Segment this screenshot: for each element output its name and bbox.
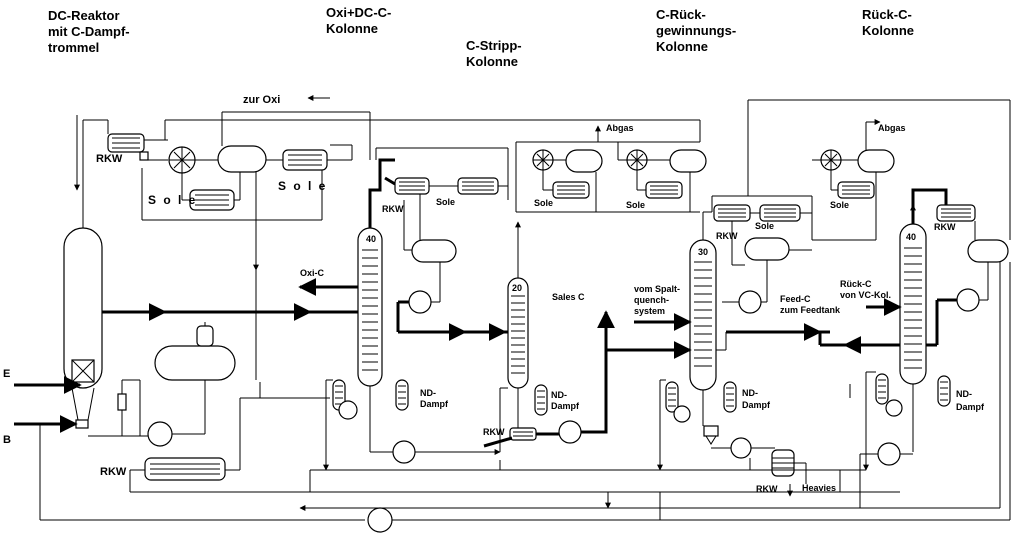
title-dc-reaktor-line3: trommel	[48, 40, 99, 55]
zur-oxi-label: zur Oxi	[243, 94, 280, 106]
rueck-rkw-label: RKW	[716, 231, 738, 241]
drum-4	[857, 149, 895, 173]
rkw-label-2: RKW	[100, 466, 127, 478]
rueckc-column-section: 40 Rück-C von VC-Kol. RKW Abgas Sole	[812, 119, 1009, 471]
rueck-nd-label-2: Dampf	[742, 400, 771, 410]
strip-column	[507, 277, 529, 389]
vom-label-2: quench-	[634, 295, 669, 305]
middle-overhead-section: Abgas Sole Sole	[515, 120, 707, 213]
oxi-reboiler-right	[395, 379, 409, 411]
rueck-reflux-drum	[744, 237, 790, 261]
title-rueckc-line1: Rück-C-	[862, 7, 912, 22]
rueck-bottom-pump	[730, 437, 752, 459]
rueckc-nd-label-1: ND-	[956, 389, 972, 399]
rueck-bottom-pump-small	[673, 405, 691, 423]
oxi-reflux-drum	[411, 239, 457, 263]
title-strip-line1: C-Stripp-	[466, 38, 522, 53]
rueckc-nd-label-2: Dampf	[956, 402, 985, 412]
drum-2	[565, 149, 603, 173]
drum-3	[669, 149, 707, 173]
rueckc-rkw-label: RKW	[934, 222, 956, 232]
rueck-column-section: 30 vom Spalt- quench- system RKW Sole Fe…	[606, 99, 1011, 497]
reactor-cone	[71, 387, 95, 421]
reflux-drum	[154, 345, 236, 381]
stream-e-label: E	[3, 368, 10, 380]
rueck-sole-label: Sole	[755, 221, 774, 231]
rueckc-tray-count: 40	[906, 232, 916, 242]
sales-c-label: Sales C	[552, 292, 585, 302]
title-rueck-line3: Kolonne	[656, 39, 708, 54]
oxi-bottom-pump-small	[338, 400, 358, 420]
strip-column-section: 20 Sales C ND- Dampf RKW	[483, 221, 615, 448]
strip-rkw-exchanger	[509, 427, 537, 441]
oxi-tray-count: 40	[366, 234, 376, 244]
strip-reboiler	[534, 384, 548, 416]
oxi-bottom-pump	[392, 440, 416, 464]
drum-1	[217, 145, 267, 173]
drum-dome	[196, 325, 214, 347]
strip-nd-label-1: ND-	[551, 390, 567, 400]
title-oxi-line2: Kolonne	[326, 21, 378, 36]
oxi-sole-label: Sole	[436, 197, 455, 207]
rueckc-reflux-drum	[967, 239, 1009, 263]
stream-b-label: B	[3, 434, 11, 446]
oxi-nd-label-1: ND-	[420, 388, 436, 398]
vom-label-1: vom Spalt-	[634, 284, 680, 294]
rkw-drain	[139, 151, 149, 161]
drain-valve	[117, 393, 127, 411]
rueckc-reboiler-right	[937, 375, 951, 407]
rueckc-bottom-pump	[877, 442, 901, 466]
oxi-nd-label-2: Dampf	[420, 399, 449, 409]
bottom-headers	[39, 262, 1011, 533]
sole-label-1: S o l e	[278, 179, 327, 193]
strip-pump	[558, 420, 582, 444]
rkw-label-1: RKW	[96, 153, 123, 165]
sole-label-3: Sole	[534, 198, 553, 208]
feed-label-2: zum Feedtank	[780, 305, 841, 315]
pump-reactor	[147, 421, 173, 447]
dc-reactor-section: E B RKW S o l e S o l e	[3, 94, 700, 492]
feed-label-1: Feed-C	[780, 294, 811, 304]
vom-label-3: system	[634, 306, 665, 316]
rueck-reboiler-left	[665, 381, 679, 413]
oxi-rkw-label: RKW	[382, 204, 404, 214]
title-dc-reaktor-line1: DC-Reaktor	[48, 8, 120, 23]
strip-nd-label-2: Dampf	[551, 401, 580, 411]
rueck-c-label-2: von VC-Kol.	[840, 290, 891, 300]
oxi-column-section: 40 Oxi-C RKW Sole	[298, 147, 509, 471]
rueck-tray-count: 30	[698, 247, 708, 257]
title-oxi-line1: Oxi+DC-C-	[326, 5, 391, 20]
title-rueckc-line2: Kolonne	[862, 23, 914, 38]
sole-label-5: Sole	[830, 200, 849, 210]
heavies-rkw-label: RKW	[756, 484, 778, 494]
title-rueck-line2: gewinnungs-	[656, 23, 736, 38]
rueckc-bottom-pump-small	[885, 399, 903, 417]
rueck-reboiler-right	[723, 381, 737, 413]
strip-rkw-label: RKW	[483, 427, 505, 437]
title-strip-line2: Kolonne	[466, 54, 518, 69]
abgas-label-2: Abgas	[878, 123, 906, 133]
rueck-c-label-1: Rück-C	[840, 279, 872, 289]
title-dc-reaktor-line2: mit C-Dampf-	[48, 24, 130, 39]
reactor-nozzle	[75, 419, 89, 429]
rueck-reflux-pump	[738, 290, 762, 314]
sole-label-2: S o l e	[148, 193, 197, 207]
rueck-nd-label-1: ND-	[742, 388, 758, 398]
abgas-label-1: Abgas	[606, 123, 634, 133]
title-rueck-line1: C-Rück-	[656, 7, 706, 22]
oxi-c-label: Oxi-C	[300, 268, 325, 278]
rueckc-reboiler-left	[875, 373, 889, 405]
heavies-label: Heavies	[802, 483, 836, 493]
rueck-filter	[703, 425, 719, 437]
oxi-reflux-pump	[408, 290, 432, 314]
strip-tray-count: 20	[512, 283, 522, 293]
main-circulation-pump	[367, 507, 393, 533]
rueckc-reflux-pump	[956, 288, 980, 312]
sole-label-4: Sole	[626, 200, 645, 210]
